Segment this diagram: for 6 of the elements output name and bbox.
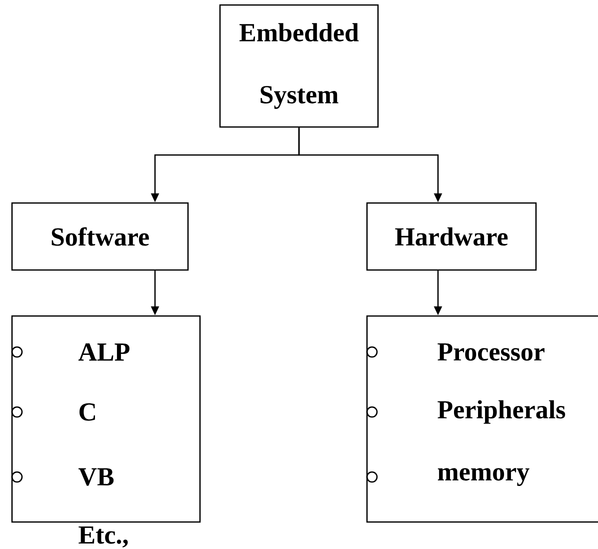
list-box: Processor Peripherals memory — [366, 315, 598, 523]
list-box: ALP C VB Etc., — [11, 315, 201, 548]
box: Hardware — [366, 202, 537, 271]
box: Embedded System — [219, 4, 379, 128]
node-label: Etc., — [78, 526, 128, 548]
box: Software — [11, 202, 189, 271]
